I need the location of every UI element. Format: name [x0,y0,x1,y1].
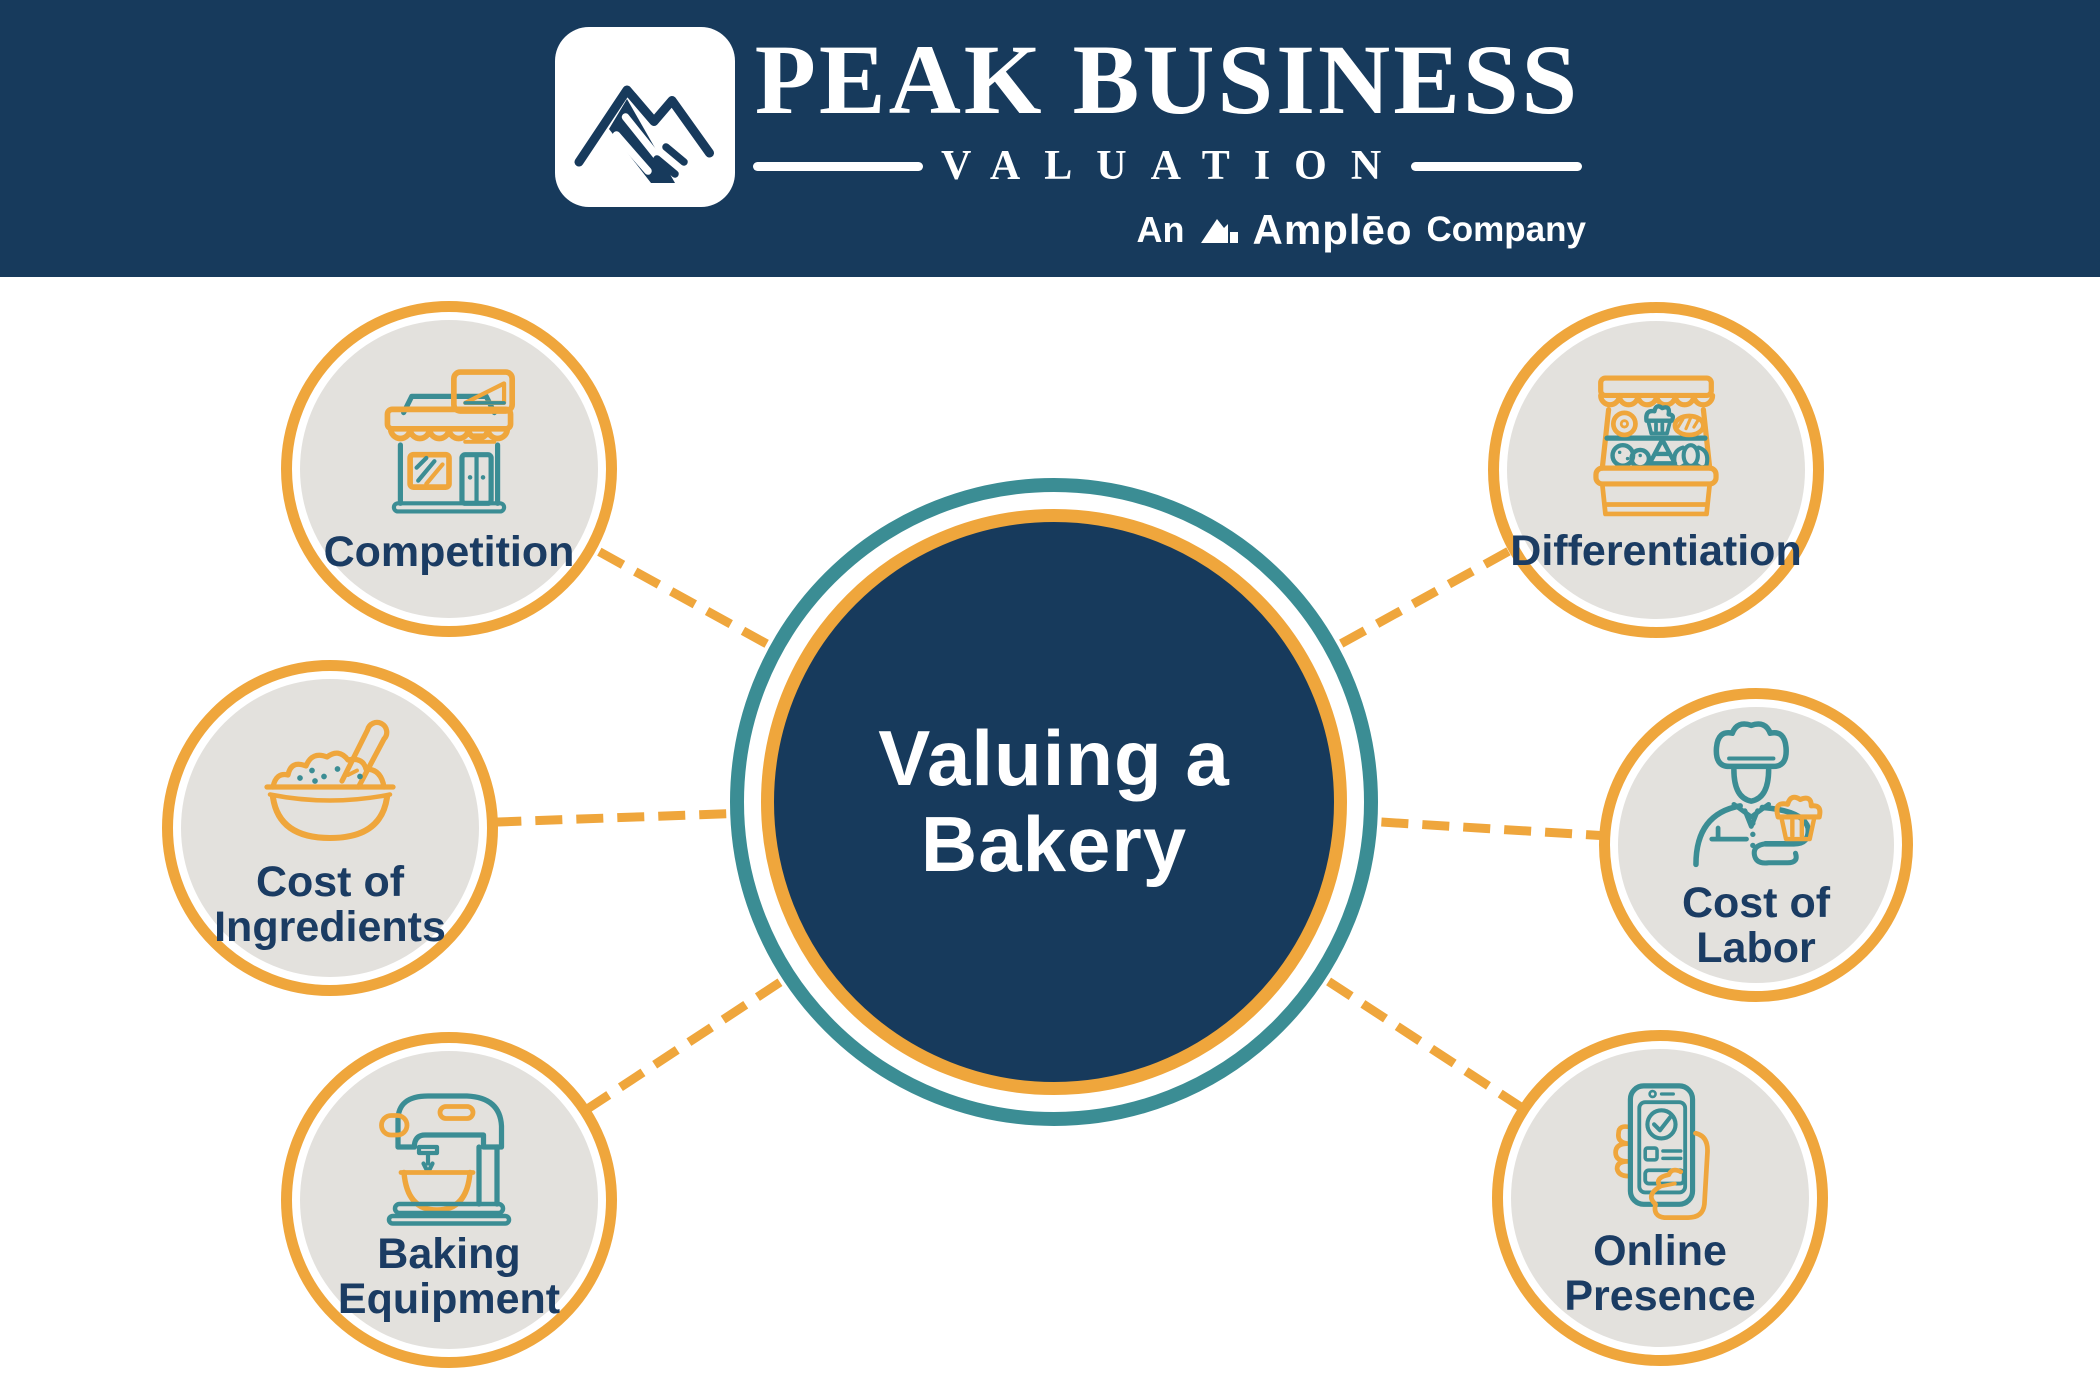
bakery-storefront-icon [384,368,516,514]
node-online-presence: Online Presence [1492,1030,1828,1366]
node-baking-equipment-disk: Baking Equipment [300,1051,598,1349]
tagline-prefix: An [1136,209,1185,250]
node-cost-of-labor-disk: Cost of Labor [1618,707,1894,983]
node-online-presence-disk: Online Presence [1511,1049,1809,1347]
tagline-brand: Amplēo [1252,206,1413,253]
stand-mixer-icon [379,1093,512,1227]
phone-in-hand-icon [1613,1083,1710,1221]
node-cost-of-ingredients-label: Cost of Ingredients [214,858,446,951]
hub-title: Valuing a Bakery [878,714,1230,888]
node-online-presence-label: Online Presence [1564,1227,1756,1320]
node-differentiation-label: Differentiation [1510,526,1802,575]
node-baking-equipment-label: Baking Equipment [337,1230,561,1323]
node-competition: Competition [281,301,617,637]
node-cost-of-ingredients: Cost of Ingredients [162,660,498,996]
node-competition-disk: Competition [300,320,598,618]
connector-differentiation [1051,466,1659,806]
mountain-peaks-logo-icon [574,85,714,183]
ampleo-mountain-icon [1200,219,1238,243]
header-banner: PEAK BUSINESS VALUATION An Amplēo Compan… [0,0,2100,277]
node-cost-of-labor: Cost of Labor [1599,688,1913,1002]
central-hub-disk: Valuing a Bakery [761,509,1347,1095]
company-tagline: An Amplēo Company [745,206,1590,254]
tagline-suffix: Company [1426,210,1586,249]
ingredients-bowl-icon [264,720,396,842]
brand-name: PEAK BUSINESS [754,24,1581,135]
node-cost-of-ingredients-disk: Cost of Ingredients [181,679,479,977]
hub-title-line2: Bakery [920,800,1188,888]
node-differentiation: Differentiation [1488,302,1824,638]
bakery-display-icon [1593,375,1719,516]
node-competition-label: Competition [323,527,575,576]
node-differentiation-disk: Differentiation [1507,321,1805,619]
brand-subtitle: VALUATION [941,143,1406,189]
brand-block: PEAK BUSINESS VALUATION An Amplēo Compan… [745,30,1590,254]
divider-rule-left [753,161,923,171]
brand-subtitle-row: VALUATION [745,142,1590,190]
central-hub-circle: Valuing a Bakery [730,478,1378,1126]
baker-chef-icon [1693,721,1823,868]
node-baking-equipment: Baking Equipment [281,1032,617,1368]
divider-rule-right [1411,161,1582,171]
hub-title-line1: Valuing a [878,714,1230,803]
node-cost-of-labor-label: Cost of Labor [1681,879,1831,972]
peak-logo-box [555,27,735,207]
